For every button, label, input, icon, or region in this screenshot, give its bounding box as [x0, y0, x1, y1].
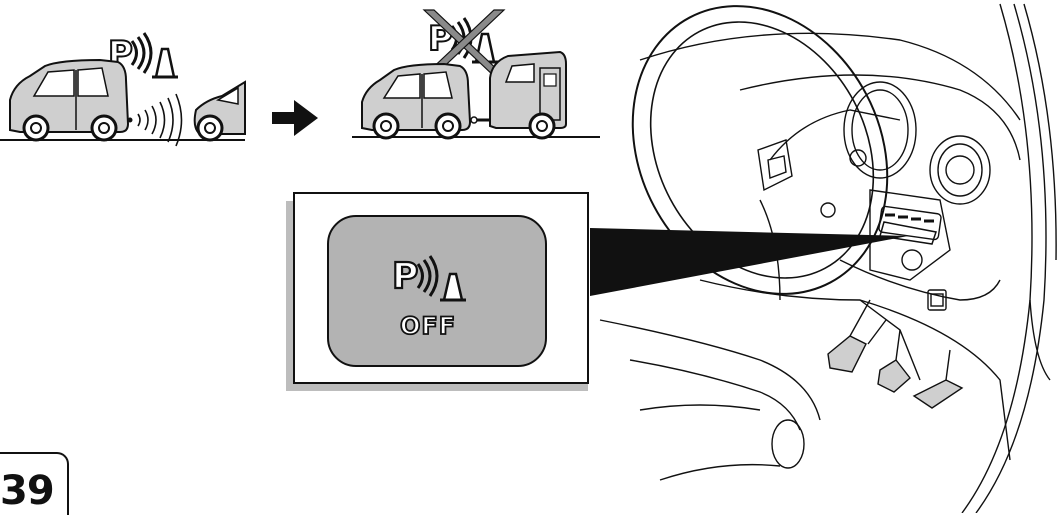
figure-number: 39 [0, 452, 69, 515]
parked-car [195, 82, 245, 140]
figure-number-text: 39 [0, 468, 54, 514]
right-arrow-icon [272, 100, 318, 136]
sensor-waves [138, 94, 182, 146]
button-label-top: P [392, 256, 418, 297]
parking-sensor-off-button-icon: P OFF [328, 216, 546, 366]
caravan [490, 52, 566, 138]
button-label-bottom: OFF [400, 312, 456, 340]
